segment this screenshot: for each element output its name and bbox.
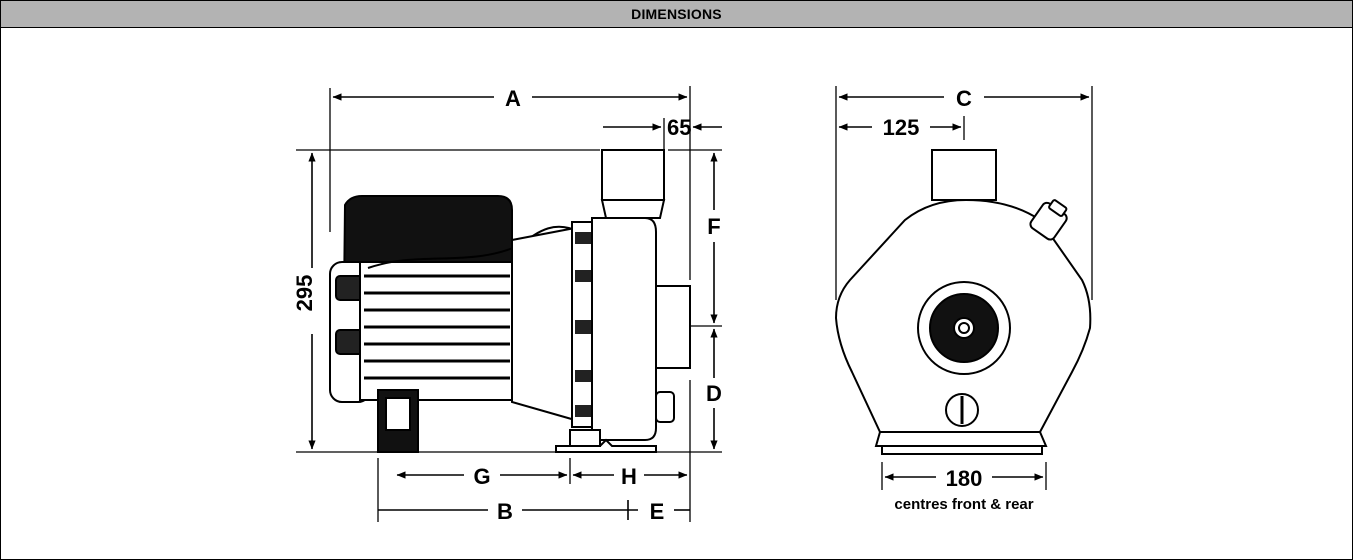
pump-side-illustration (329, 149, 691, 453)
front-extension-lines (835, 86, 1093, 490)
dim-c-label: C (956, 86, 972, 111)
dimension-g: G (396, 464, 568, 489)
dim-e-label: E (650, 499, 665, 524)
dim-h-label: H (621, 464, 637, 489)
panel-header: DIMENSIONS (1, 1, 1352, 28)
dim-180-label: 180 (946, 466, 983, 491)
dim-125-label: 125 (883, 115, 920, 140)
dimension-f: F (707, 152, 721, 324)
front-view: C 125 180 centres front & rear (834, 86, 1093, 513)
dim-65-label: 65 (667, 115, 691, 140)
dim-295-label: 295 (292, 275, 317, 312)
dimension-b-e (378, 500, 690, 520)
dim-f-label: F (707, 214, 720, 239)
dim-g-label: G (473, 464, 490, 489)
dimension-65: 65 (603, 115, 722, 140)
dim-a-label: A (505, 86, 521, 111)
side-extension-lines (296, 86, 722, 522)
dimension-295: 295 (292, 152, 317, 450)
dim-d-label: D (706, 381, 722, 406)
dimension-180: 180 (884, 466, 1044, 491)
dimension-h: H (572, 464, 688, 489)
centres-note: centres front & rear (894, 496, 1033, 513)
pump-front-illustration (834, 149, 1092, 455)
dimension-125: 125 (838, 115, 962, 140)
dim-b-label: B (497, 499, 513, 524)
dimension-c: C (838, 86, 1090, 111)
side-view: A 65 295 F D G (292, 86, 722, 524)
dimension-a: A (332, 86, 688, 111)
dimension-d: D (706, 328, 722, 450)
panel-title: DIMENSIONS (631, 6, 722, 22)
